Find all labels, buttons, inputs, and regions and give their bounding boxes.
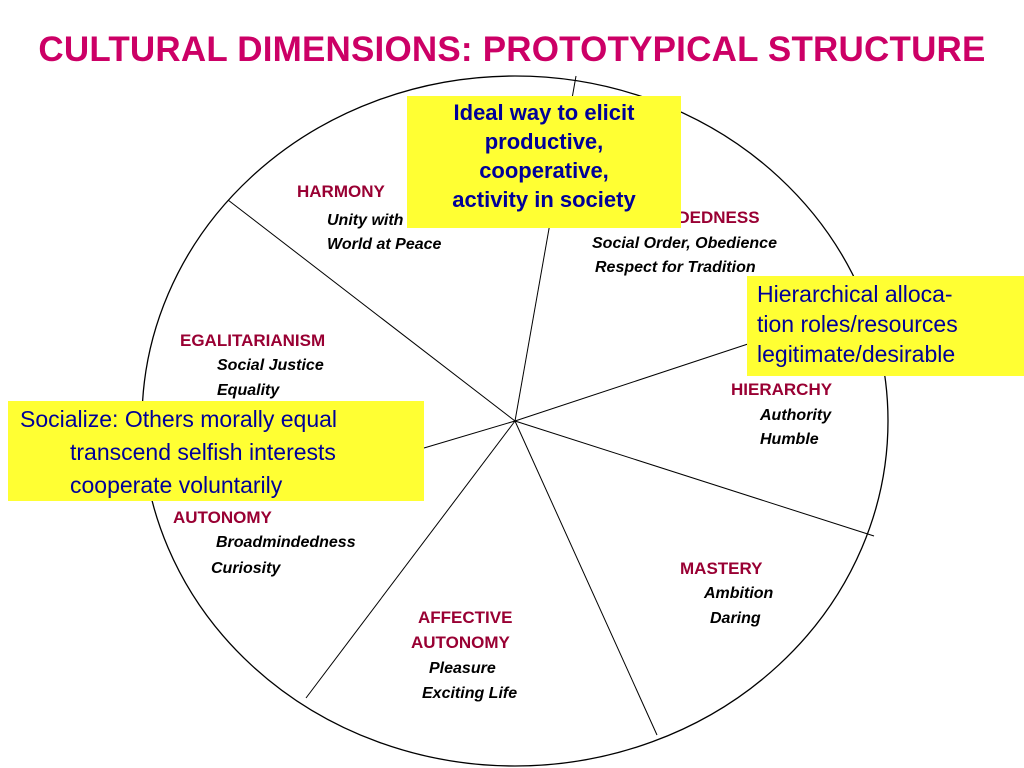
divider-hierarchy-mastery xyxy=(514,420,875,537)
callout-top-line-3: cooperative, xyxy=(479,158,609,183)
segment-intellectual-autonomy-name: AUTONOMY xyxy=(173,508,272,527)
segment-harmony: HARMONY Unity with Nature World at Peace xyxy=(297,182,459,253)
segment-mastery-value-1: Ambition xyxy=(704,585,774,602)
callout-left-line-1: Socialize: Others morally equal xyxy=(20,406,338,432)
segment-hierarchy-value-1: Authority xyxy=(760,407,832,424)
callout-socialize: Socialize: Others morally equal transcen… xyxy=(8,401,424,501)
callout-top-line-1: Ideal way to elicit xyxy=(453,100,635,125)
callout-top-line-2: productive, xyxy=(484,129,604,154)
segment-egalitarianism-value-2: Equality xyxy=(217,382,280,399)
segment-intellectual-autonomy-value-2: Curiosity xyxy=(211,560,281,577)
segment-intellectual-autonomy-value-1: Broadmindedness xyxy=(216,534,356,551)
segment-egalitarianism: EGALITARIANISM Social Justice Equality xyxy=(180,331,326,399)
segment-mastery: MASTERY Ambition Daring xyxy=(680,559,773,627)
segment-affective-autonomy-name-2: AUTONOMY xyxy=(411,633,510,652)
callout-top-line-4: activity in society xyxy=(452,187,636,212)
callout-hierarchical: Hierarchical alloca- tion roles/resource… xyxy=(747,276,1024,376)
divider-intellectual-egalitarianism xyxy=(423,420,516,449)
segment-affective-autonomy: AFFECTIVE AUTONOMY Pleasure Exciting Lif… xyxy=(411,608,517,702)
segment-hierarchy-value-2: Humble xyxy=(760,431,819,448)
segment-embeddedness-value-1: Social Order, Obedience xyxy=(592,235,777,252)
segment-mastery-value-2: Daring xyxy=(710,610,761,627)
segment-egalitarianism-name: EGALITARIANISM xyxy=(180,331,326,350)
callout-left-line-2: transcend selfish interests xyxy=(70,439,336,465)
callout-left-line-3: cooperate voluntarily xyxy=(70,472,283,498)
segment-intellectual-autonomy: AUTONOMY Broadmindedness Curiosity xyxy=(173,508,356,577)
callout-ideal-way: Ideal way to elicit productive, cooperat… xyxy=(407,96,681,228)
segment-harmony-value-2: World at Peace xyxy=(327,236,442,253)
segment-embeddedness-value-2: Respect for Tradition xyxy=(595,259,756,276)
segment-egalitarianism-value-1: Social Justice xyxy=(217,357,324,374)
callout-right-line-1: Hierarchical alloca- xyxy=(757,281,953,307)
callout-right-line-3: legitimate/desirable xyxy=(757,341,956,367)
divider-affective-intellectual xyxy=(305,420,516,699)
segment-affective-autonomy-name-1: AFFECTIVE xyxy=(418,608,513,627)
segment-hierarchy-name: HIERARCHY xyxy=(731,380,833,399)
segment-affective-autonomy-value-1: Pleasure xyxy=(429,660,496,677)
segment-hierarchy: HIERARCHY Authority Humble xyxy=(731,380,833,448)
segment-affective-autonomy-value-2: Exciting Life xyxy=(422,685,518,702)
segment-harmony-name: HARMONY xyxy=(297,182,385,201)
divider-embeddedness-hierarchy xyxy=(514,339,761,422)
slide-title: CULTURAL DIMENSIONS: PROTOTYPICAL STRUCT… xyxy=(38,30,986,69)
callout-right-line-2: tion roles/resources xyxy=(757,311,958,337)
divider-harmony-egalitarianism xyxy=(227,199,516,422)
segment-mastery-name: MASTERY xyxy=(680,559,763,578)
divider-mastery-affective xyxy=(514,420,658,736)
